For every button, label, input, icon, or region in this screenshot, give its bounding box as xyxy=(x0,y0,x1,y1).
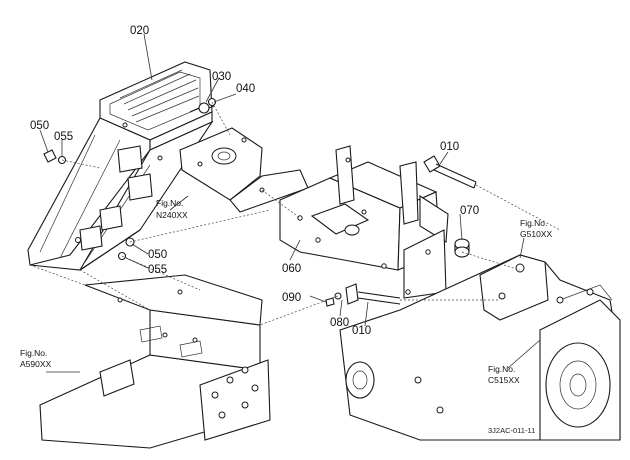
part-label-055-bottom: 055 xyxy=(148,264,167,276)
bracket-n240 xyxy=(179,127,309,213)
part-label-010-top: 010 xyxy=(440,141,459,153)
fig-ref-g510-code: G510XX xyxy=(520,229,552,239)
frame-a590 xyxy=(39,274,271,449)
part-label-090: 090 xyxy=(282,292,301,304)
step-assembly xyxy=(27,61,214,271)
transmission-c515 xyxy=(339,254,621,441)
figure-reference-labels: Fig.No. N240XX Fig.No. G510XX Fig.No. A5… xyxy=(20,198,552,385)
part-label-020: 020 xyxy=(130,25,149,37)
fig-ref-a590-code: A590XX xyxy=(20,359,52,369)
fig-ref-a590-label: Fig.No. xyxy=(20,348,47,358)
alignment-lines xyxy=(29,101,561,326)
part-label-040: 040 xyxy=(236,83,255,95)
part-label-070: 070 xyxy=(460,205,479,217)
fig-ref-c515-label: Fig.No. xyxy=(488,364,515,374)
bolt-050-055-left xyxy=(43,149,135,261)
drawing-code: 3J2AC-011-11 xyxy=(488,426,535,435)
leader-lines xyxy=(39,33,541,373)
bolt-010-bottom xyxy=(325,283,401,307)
part-label-080: 080 xyxy=(330,317,349,329)
part-label-050-bottom: 050 xyxy=(148,249,167,261)
part-number-labels: 020 030 040 050 055 050 055 010 070 060 … xyxy=(30,25,479,337)
part-label-050-top: 050 xyxy=(30,120,49,132)
fig-ref-n240-code: N240XX xyxy=(156,210,188,220)
part-label-055-top: 055 xyxy=(54,131,73,143)
main-bracket-060 xyxy=(279,145,449,299)
part-label-060: 060 xyxy=(282,263,301,275)
fig-ref-n240-label: Fig.No. xyxy=(156,198,183,208)
part-label-010-bottom: 010 xyxy=(352,325,371,337)
fig-ref-c515-code: C515XX xyxy=(488,375,520,385)
fig-ref-g510-label: Fig.No. xyxy=(520,218,547,228)
bolt-010-top xyxy=(423,155,477,189)
bolt-030-040 xyxy=(189,97,217,114)
spacer-070 xyxy=(454,238,470,258)
part-label-030: 030 xyxy=(212,71,231,83)
